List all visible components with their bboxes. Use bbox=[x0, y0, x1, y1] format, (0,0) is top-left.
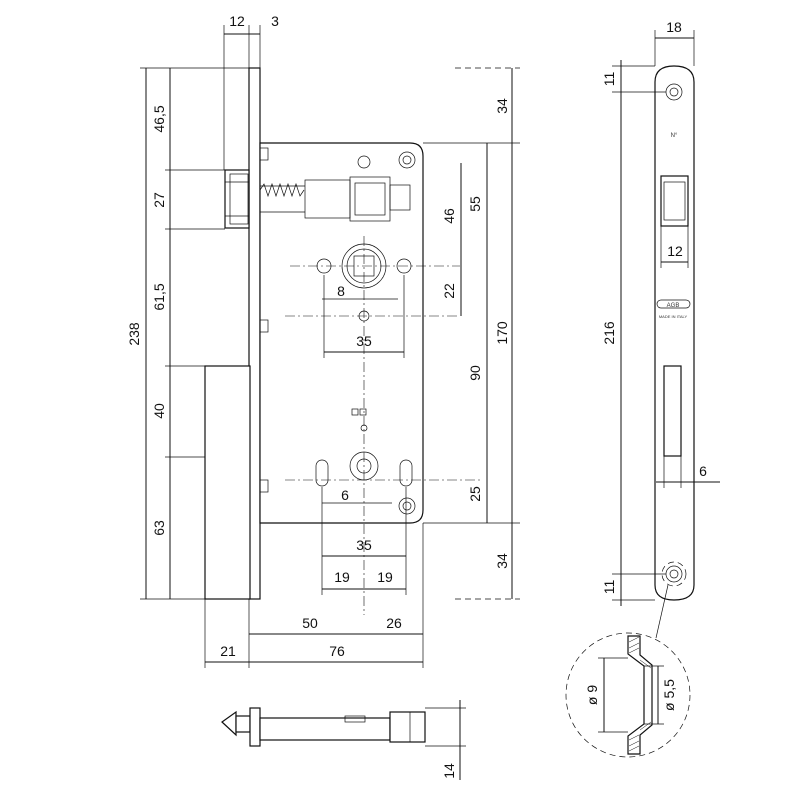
dim-key-pin-offset: 6 bbox=[341, 487, 349, 503]
dim-latch-width: 12 bbox=[667, 243, 683, 259]
dim-bolt-slot-width: 6 bbox=[699, 463, 707, 479]
dim-front-width: 12 bbox=[229, 13, 245, 29]
dim-case-height: 170 bbox=[494, 321, 510, 345]
dim-faceplate-thickness: 3 bbox=[271, 13, 279, 29]
countersink-section bbox=[628, 636, 652, 754]
dim-backset: 50 bbox=[302, 615, 318, 631]
dim-bottom-depth: 14 bbox=[441, 763, 457, 779]
dim-top-offset: 34 bbox=[494, 98, 510, 114]
brand-mark: AGB bbox=[667, 303, 680, 309]
dim-handle-axis-distance: 90 bbox=[467, 365, 483, 381]
latch-slot bbox=[661, 176, 688, 226]
dim-bolt-to-bottom: 63 bbox=[151, 520, 167, 536]
dim-faceplate-overhang: 21 bbox=[220, 643, 236, 659]
dim-spindle-size: 8 bbox=[337, 283, 345, 299]
dim-total-height: 238 bbox=[126, 322, 142, 346]
lock-case bbox=[260, 143, 423, 523]
dim-side-height: 216 bbox=[601, 321, 617, 345]
front-view bbox=[205, 68, 480, 615]
dim-case-top-to-handle: 55 bbox=[467, 196, 483, 212]
dim-side-bottom: 11 bbox=[601, 580, 617, 595]
dim-key-to-case-bottom: 25 bbox=[467, 486, 483, 502]
dim-key-left: 19 bbox=[334, 569, 350, 585]
dim-top-to-latch: 46,5 bbox=[151, 105, 167, 132]
faceplate bbox=[249, 68, 260, 599]
bolt-housing bbox=[205, 366, 250, 599]
dim-handle-hole-spacing: 35 bbox=[356, 333, 372, 349]
dim-key-right: 19 bbox=[377, 569, 393, 585]
dim-handle-to-axis: 22 bbox=[441, 283, 457, 299]
made-in-label: MADE IN ITALY bbox=[659, 314, 688, 319]
dim-side-width: 18 bbox=[666, 19, 682, 35]
dim-key-hole-spacing: 35 bbox=[356, 537, 372, 553]
dim-case-rear: 26 bbox=[386, 615, 402, 631]
dim-side-top: 11 bbox=[601, 72, 617, 87]
latch bbox=[225, 170, 249, 228]
faceplate-front bbox=[655, 66, 694, 600]
side-view: N° AGB MADE IN ITALY 18 11 216 11 12 6 bbox=[601, 19, 720, 606]
dim-bolt-height: 40 bbox=[151, 403, 167, 419]
bolt-slot bbox=[664, 366, 681, 456]
bottom-view: 14 bbox=[222, 700, 466, 780]
dim-latch-height: 27 bbox=[151, 192, 167, 208]
dim-case-depth: 76 bbox=[329, 643, 345, 659]
dim-hole-inner: ø 5,5 bbox=[661, 679, 677, 711]
dim-bottom-offset: 34 bbox=[494, 553, 510, 569]
dim-latch-to-bolt: 61,5 bbox=[151, 283, 167, 310]
dim-hole-outer: ø 9 bbox=[584, 685, 600, 705]
serial-label: N° bbox=[671, 133, 678, 139]
dim-latch-to-handle: 46 bbox=[441, 208, 457, 224]
